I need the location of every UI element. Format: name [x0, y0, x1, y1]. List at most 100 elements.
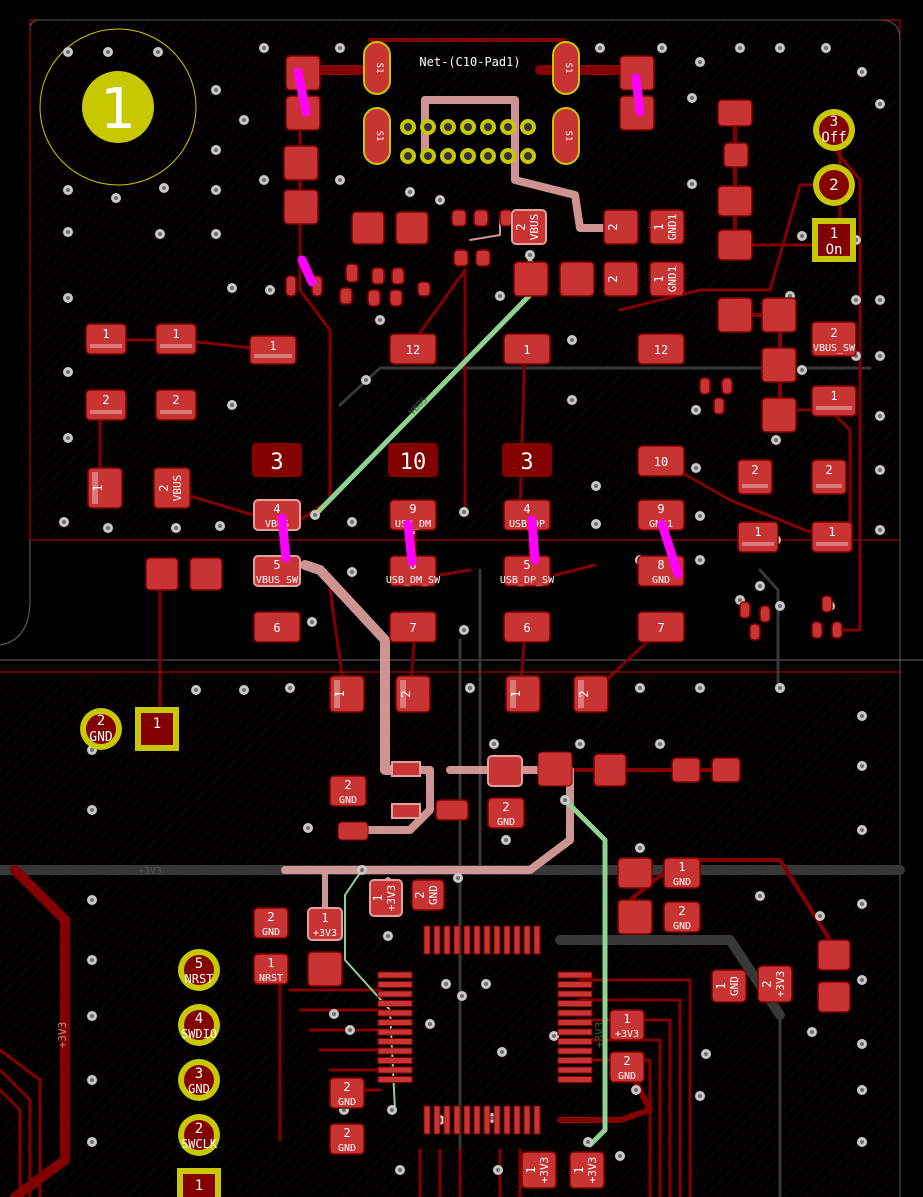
qfp-pin[interactable]: [557, 981, 593, 988]
smd-pad[interactable]: [671, 757, 701, 783]
qfp-pin[interactable]: [557, 1076, 593, 1083]
qfp-pin[interactable]: [533, 1105, 541, 1135]
smd-pad[interactable]: 2: [603, 209, 639, 245]
passive-pad[interactable]: 1: [329, 675, 365, 713]
smd-pad[interactable]: [453, 249, 469, 267]
qfp-pin[interactable]: [557, 1009, 593, 1017]
qfp-pin[interactable]: [473, 925, 481, 955]
passive-pad[interactable]: 2: [395, 675, 431, 713]
smd-pad[interactable]: [451, 209, 467, 227]
ldo-pin[interactable]: [391, 803, 421, 819]
smd-pad[interactable]: [723, 142, 749, 168]
smd-pad[interactable]: [367, 289, 381, 307]
qfp-pin[interactable]: [503, 1105, 511, 1135]
smd-pad[interactable]: [371, 267, 385, 285]
smd-pad[interactable]: 1+3V3: [369, 879, 403, 917]
smd-pad[interactable]: [285, 275, 297, 297]
passive-pad[interactable]: 1: [249, 335, 297, 365]
smd-pad[interactable]: [283, 189, 319, 225]
smd-pad[interactable]: [475, 249, 491, 267]
smd-pad[interactable]: [339, 287, 353, 305]
drc-marker[interactable]: [657, 519, 683, 579]
passive-pad[interactable]: 1: [811, 385, 857, 417]
qfp-pin[interactable]: [557, 990, 593, 998]
qfp-pin[interactable]: [377, 1047, 413, 1055]
smd-pad[interactable]: 1+3V3: [307, 907, 343, 941]
qfp-pin[interactable]: [377, 971, 413, 979]
smd-pad[interactable]: [817, 981, 851, 1013]
smd-pad[interactable]: [351, 211, 385, 245]
smd-pad[interactable]: [559, 261, 595, 297]
drc-marker[interactable]: [403, 519, 417, 567]
qfp-pin[interactable]: [557, 1038, 593, 1045]
qfp-pin[interactable]: [483, 925, 491, 955]
qfp-pin[interactable]: [423, 925, 431, 955]
smd-pad[interactable]: 6: [503, 611, 551, 643]
smd-pad[interactable]: 7: [637, 611, 685, 643]
usb-shield-pad[interactable]: [363, 107, 391, 165]
drc-marker[interactable]: [527, 515, 540, 565]
smd-pad[interactable]: [395, 211, 429, 245]
smd-pad[interactable]: [761, 397, 797, 433]
qfp-pin[interactable]: [377, 990, 413, 998]
smd-pad[interactable]: [189, 557, 223, 591]
smd-pad[interactable]: [721, 377, 733, 395]
passive-pad[interactable]: 2: [155, 389, 197, 421]
smd-pad[interactable]: [711, 757, 741, 783]
switch-footprint[interactable]: 3 Off 2 1 On: [812, 109, 856, 262]
smd-pad[interactable]: [473, 209, 489, 227]
qfp-pin[interactable]: [513, 925, 521, 955]
smd-pad[interactable]: 1: [503, 333, 551, 365]
smd-pad[interactable]: [749, 623, 761, 641]
passive-pad[interactable]: 2: [573, 675, 609, 713]
qfp-pin[interactable]: [377, 1057, 413, 1064]
drc-marker[interactable]: [297, 255, 317, 287]
smd-pad[interactable]: [345, 263, 359, 283]
smd-pad[interactable]: [831, 621, 843, 639]
smd-pad[interactable]: 12: [389, 333, 437, 365]
qfp-pin[interactable]: [463, 1105, 471, 1135]
qfp-pin[interactable]: [433, 925, 441, 955]
smd-pad[interactable]: [617, 899, 653, 935]
smd-pad[interactable]: 12: [637, 333, 685, 365]
drc-marker[interactable]: [293, 67, 311, 117]
passive-pad[interactable]: 1: [737, 521, 779, 553]
qfp-pin[interactable]: [557, 1066, 593, 1074]
ldo-pin[interactable]: [391, 761, 421, 777]
smd-pad[interactable]: 2+3V3: [757, 965, 793, 1003]
smd-pad[interactable]: [513, 261, 549, 297]
usb-shield-pad[interactable]: [552, 41, 580, 95]
mcu-qfp[interactable]: [337, 751, 593, 1135]
usb-connector[interactable]: S1 S1 S1 S1: [363, 41, 580, 165]
smd-pad[interactable]: [717, 185, 753, 217]
smd-pad[interactable]: [821, 595, 833, 613]
smd-pad[interactable]: [391, 267, 405, 285]
cap-pad[interactable]: [487, 755, 523, 787]
drc-marker[interactable]: [277, 513, 291, 563]
passive-pad[interactable]: 1: [87, 467, 123, 509]
smd-pad[interactable]: 2: [603, 261, 639, 297]
qfp-pin[interactable]: [377, 1028, 413, 1036]
qfp-pin[interactable]: [493, 925, 501, 955]
qfp-pin[interactable]: [523, 925, 531, 955]
smd-pad[interactable]: [699, 377, 711, 395]
qfp-pin[interactable]: [557, 1000, 593, 1007]
smd-pad[interactable]: [145, 557, 179, 591]
qfp-pin[interactable]: [377, 1038, 413, 1045]
drc-markers[interactable]: [277, 67, 683, 579]
qfp-pin[interactable]: [463, 925, 471, 955]
smd-pad[interactable]: [761, 347, 797, 383]
